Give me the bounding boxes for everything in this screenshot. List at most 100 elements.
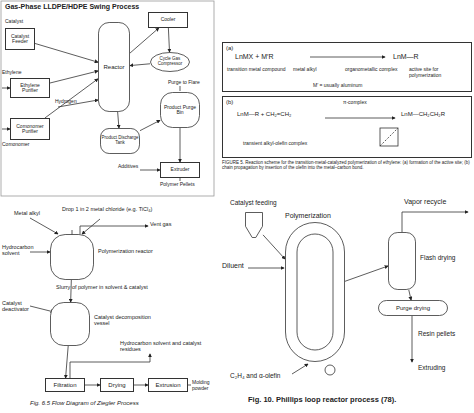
reactor-vessel: Polymerization reactor — [50, 234, 94, 280]
flow-connector — [140, 120, 160, 130]
loop-reactor-outline — [285, 222, 345, 362]
layout-lines — [1, 1, 468, 385]
node-heading: Product Discharge Tank — [100, 136, 140, 146]
node-heading: (b) — [226, 99, 240, 106]
stream-label: C₂H₄ and α-olefin — [230, 372, 300, 379]
flow-connector — [118, 112, 119, 128]
node-text: π-complex — [343, 100, 393, 106]
node-heading: Product Purge Bin — [160, 105, 200, 116]
flow-connector — [85, 385, 100, 386]
hopper-symbol — [246, 213, 263, 238]
vessel-symbol — [389, 233, 416, 290]
node-heading: Drying — [107, 382, 126, 389]
purifier: Comonomer Purifier — [10, 118, 50, 140]
filtrate-line — [70, 354, 150, 378]
purifier: Ethylene Purifier — [10, 78, 50, 98]
stream-label: Catalyst — [5, 19, 45, 25]
stream-label: Slurry of polymer in solvent & catalyst — [56, 284, 166, 290]
transition-state-symbol — [380, 128, 398, 146]
flow-connector — [130, 64, 150, 66]
catalyst-hopper-outline — [245, 212, 263, 238]
node-heading: Catalyst decomposition vessel — [94, 314, 156, 326]
node-heading: Purge drying — [395, 305, 431, 312]
node-heading: Ethylene Purifier — [11, 83, 49, 94]
stream-label: Catalyst deactivator — [2, 300, 48, 312]
feed-line — [30, 218, 58, 234]
flow-connector — [35, 43, 98, 62]
flow-connector — [45, 79, 98, 118]
node-heading: Flash drying — [420, 254, 470, 261]
discharge-tank: Product Discharge Tank — [100, 128, 140, 154]
figure-caption: Fig. 6.5 Flow Diagram of Ziegler Process — [30, 400, 200, 407]
node-heading: Polymerization — [285, 212, 365, 220]
node-text: LnMX + M′R — [235, 53, 315, 61]
extruder: Extruder — [160, 162, 200, 178]
node-text: LnM—R + CH₂=CH₂ — [237, 111, 333, 118]
feed-line — [2, 129, 10, 130]
stream-label: Drop 1 in 2 metal chloride (e.g. TiCl₄) — [62, 206, 157, 212]
flow-connector — [409, 290, 411, 300]
stream-label: Molding powder — [192, 380, 215, 391]
stream-label: Vapor recycle — [404, 198, 474, 206]
flow-connector — [130, 28, 159, 53]
node-heading: Extruder — [170, 167, 191, 173]
flow-connector — [70, 280, 72, 302]
feed-line — [292, 364, 308, 374]
node-heading: Catalyst Feeder — [6, 34, 34, 45]
decomposition-vessel-outline — [50, 302, 90, 346]
stream-label: Hydrocarbon solvent and catalyst residue… — [120, 340, 212, 352]
flow-connector — [168, 28, 169, 52]
node-heading: Cooler — [160, 17, 177, 23]
catalyst-hopper: Catalyst feeding — [245, 212, 263, 238]
node-text: organometallic complex — [345, 67, 405, 73]
flow-connector — [263, 235, 285, 259]
compressor: Cycle Gas Compressor — [150, 52, 190, 72]
stream-label: Additives — [118, 164, 158, 170]
vessel-symbol — [101, 129, 140, 154]
feed-line — [140, 170, 160, 171]
decomposition-vessel: Catalyst decomposition vessel — [50, 302, 90, 346]
flow-connector — [50, 71, 98, 83]
stream-label: Hydrogen — [55, 99, 95, 105]
feed-line — [248, 268, 284, 269]
cooler: Cooler — [148, 12, 188, 28]
catalyst-feeder: Catalyst Feeder — [5, 28, 35, 50]
reaction-arrow — [325, 118, 395, 119]
vessel-symbol — [161, 93, 200, 128]
stream-label: Resin pellets — [418, 330, 473, 337]
purge-dryer: Purge drying — [378, 300, 448, 316]
node-text: active site for polymerization — [409, 67, 471, 78]
node-heading: Filtration — [52, 382, 77, 389]
pump-symbol — [325, 365, 335, 375]
node-heading: (a) — [226, 45, 240, 52]
purge-bin: Product Purge Bin — [160, 92, 200, 128]
node-text: metal alkyl — [293, 67, 333, 73]
flow-connector — [134, 385, 148, 386]
vessel-symbol — [99, 23, 130, 112]
loop-reactor: Polymerization — [285, 222, 345, 362]
dryer-symbol — [379, 301, 448, 316]
node-text: transition metal compound — [227, 67, 291, 73]
product-line — [188, 385, 191, 386]
transition-state-symbol — [380, 128, 398, 146]
panel-frame — [1, 1, 214, 196]
stream-label: Polymer Pellets — [160, 182, 210, 188]
reaction-arrow — [310, 57, 385, 58]
stream-label: Metal alkyl — [14, 210, 54, 216]
vent-line — [180, 86, 181, 91]
feed-line — [82, 219, 100, 234]
loop-outer — [286, 223, 345, 362]
process-box: Filtration — [45, 378, 85, 392]
node-heading: Reactor — [102, 64, 125, 71]
process-box: Extrusion — [148, 378, 188, 392]
diagram-title: Gas-Phase LLDPE/HDPE Swing Process — [5, 3, 210, 11]
scheme-panel: (b)LnM—R + CH₂=CH₂π-complexLnM—CH₂CH₂Rtr… — [222, 96, 472, 158]
node-heading: Extrusion — [154, 382, 181, 389]
stream-label: Extruding — [418, 364, 473, 371]
node-text: LnM—CH₂CH₂R — [401, 111, 471, 118]
figure-caption: FIGURE 5. Reaction scheme for the transi… — [222, 161, 472, 171]
loop-inner — [297, 234, 333, 350]
compressor-symbol — [151, 53, 190, 72]
figure-caption: Fig. 10. Phillips loop reactor process (… — [248, 396, 472, 404]
